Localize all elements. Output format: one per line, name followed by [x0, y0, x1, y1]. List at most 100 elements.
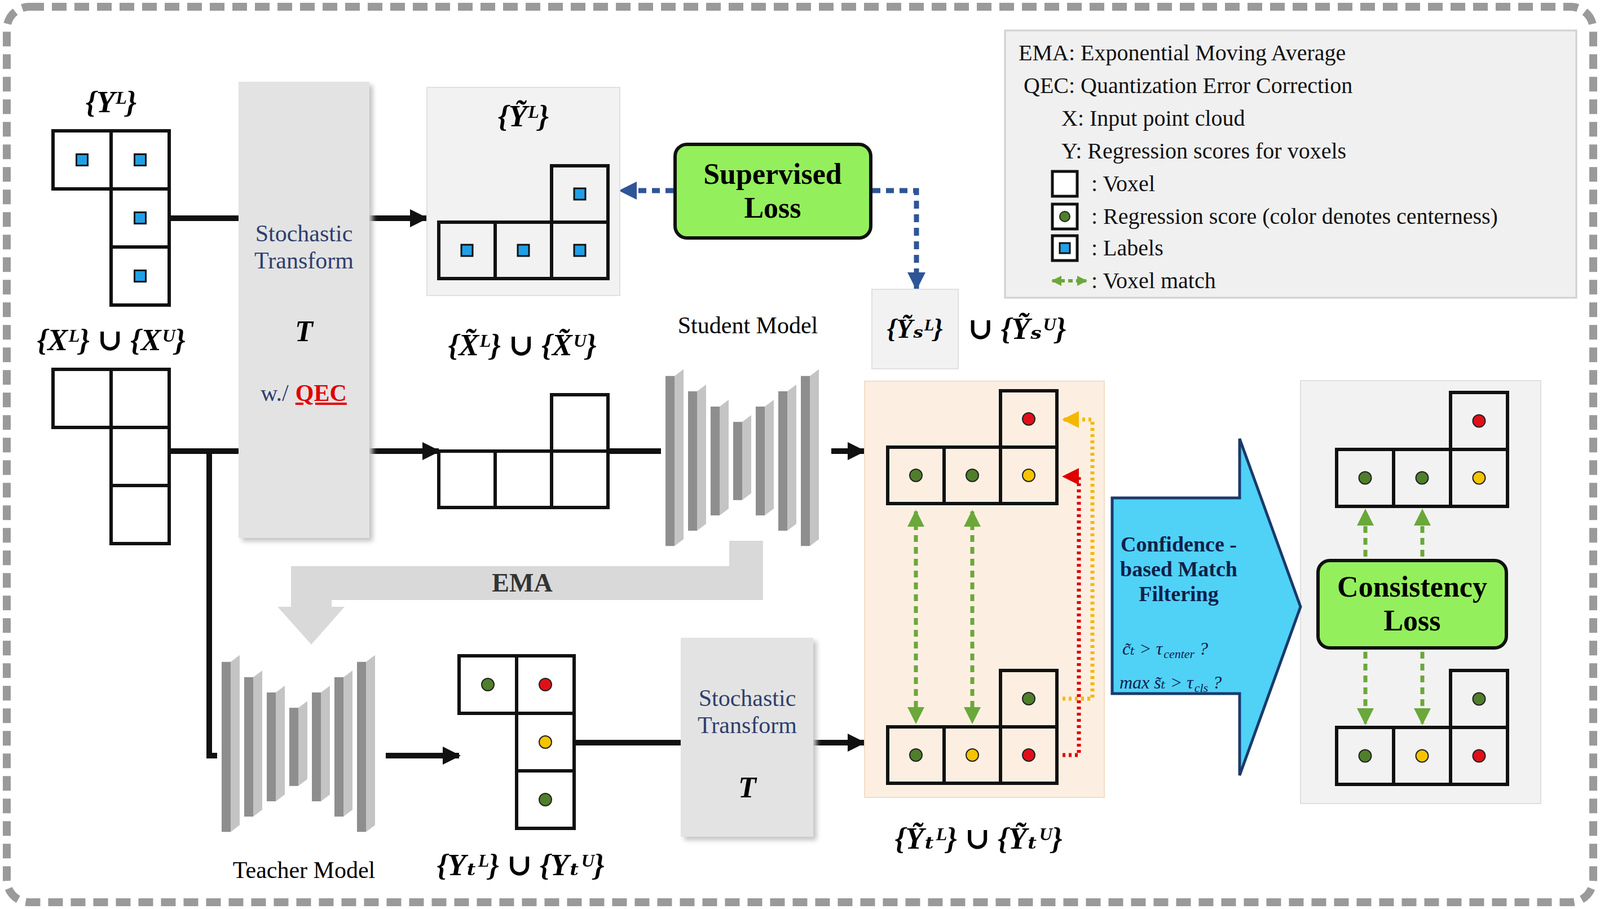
legend-text: X: Input point cloud — [1061, 105, 1246, 132]
voxel — [1393, 727, 1451, 785]
score-dot — [1416, 750, 1429, 763]
flow-arrow — [607, 448, 661, 455]
score-dot — [1359, 472, 1372, 485]
legend-samples — [1052, 171, 1087, 281]
diagram-node: EMA — [275, 538, 765, 647]
score-dot — [539, 678, 552, 691]
model-slab — [221, 662, 231, 833]
node-text: Teacher Model — [232, 856, 376, 884]
voxel — [944, 726, 1001, 784]
match-arrow — [970, 511, 975, 723]
voxel — [516, 713, 575, 771]
score-dot — [1022, 748, 1035, 762]
match-arrow — [1062, 476, 1079, 756]
node-text: {Yₜᴸ} ∪ {Yₜᵁ} — [436, 847, 605, 883]
flow-arrow — [169, 451, 218, 756]
voxel — [111, 427, 170, 486]
model-slab-side — [764, 399, 774, 516]
node-art — [217, 648, 386, 837]
node-text: max s̃ₜ > τ — [1119, 672, 1194, 694]
voxel — [111, 369, 170, 428]
voxel-sample — [1052, 171, 1078, 197]
voxel — [495, 222, 552, 279]
set-label: ∪ {Ỹₛᵁ} — [967, 311, 1067, 347]
voxel — [1450, 727, 1508, 785]
node-text: Consistency Loss — [1319, 570, 1506, 638]
diagram-node: Supervised Loss — [673, 142, 873, 240]
supervision-arrow — [872, 190, 917, 289]
node-text: c̃ₜ > τ — [1122, 638, 1163, 660]
diagram-node: {Ỹᴸ} — [426, 86, 621, 297]
match-arrow — [1420, 651, 1425, 724]
voxel — [1000, 447, 1057, 504]
diagram-node: Teacher Model — [217, 648, 386, 837]
voxel — [1336, 727, 1394, 785]
node-text: EMA — [491, 568, 553, 599]
voxel — [1336, 449, 1394, 507]
supervision-arrow — [620, 188, 674, 194]
voxel — [551, 165, 608, 223]
model-slab-side — [809, 369, 819, 547]
voxel — [551, 394, 608, 452]
model-slab — [311, 692, 321, 802]
node-text: ? — [1199, 638, 1209, 660]
diagram-node: {Xᴸ} ∪ {Xᵁ} — [53, 369, 170, 544]
flow-arrow — [813, 739, 865, 746]
voxel — [438, 222, 496, 279]
score-dot — [1473, 415, 1486, 428]
node-text: {Yᴸ} — [85, 84, 137, 120]
node-text: {Xᴸ} ∪ {Xᵁ} — [36, 322, 185, 358]
legend-text: Y: Regression scores for voxels — [1061, 138, 1347, 165]
node-text: {X̃ᴸ} ∪ {X̃ᵁ} — [447, 327, 597, 363]
model-slab — [755, 406, 765, 516]
voxel — [887, 447, 945, 504]
label-square — [461, 244, 473, 257]
score-dot — [481, 678, 495, 691]
model-slab-side — [719, 399, 729, 516]
score-dot — [909, 469, 923, 482]
score-sample — [1052, 204, 1078, 229]
model-slab — [244, 677, 254, 817]
diagram-node: Stochastic TransformT — [680, 637, 814, 837]
model-slab-side — [697, 384, 707, 531]
voxel — [495, 451, 552, 508]
voxel — [111, 130, 170, 189]
node-art — [438, 394, 608, 508]
match-arrow — [1420, 510, 1425, 557]
node-text: Stochastic Transform — [685, 684, 810, 740]
model-slab-side — [298, 701, 308, 787]
legend-text: QEC: Quantization Error Correction — [1023, 72, 1353, 99]
voxel — [1393, 449, 1451, 507]
score-dot — [1022, 412, 1035, 426]
voxel — [111, 485, 170, 544]
voxel — [944, 447, 1001, 504]
node-text: Student Model — [677, 311, 819, 339]
node-art — [459, 655, 575, 829]
flow-arrow — [369, 215, 427, 222]
model-slab — [733, 421, 743, 501]
match-sample — [1052, 279, 1087, 283]
score-dot — [909, 748, 923, 762]
voxel — [551, 222, 608, 279]
flow-arrow — [369, 448, 439, 455]
flow-arrow — [169, 215, 239, 222]
voxel — [111, 188, 170, 248]
model-slab — [688, 391, 698, 531]
score-dot — [1359, 750, 1372, 763]
legend-text: EMA: Exponential Moving Average — [1018, 40, 1346, 66]
node-art — [53, 130, 170, 306]
outer-border — [6, 6, 1594, 903]
ema-arrow — [277, 540, 764, 645]
match-arrow — [1363, 651, 1368, 724]
legend-text: : Labels — [1091, 235, 1164, 262]
score-dot — [1022, 469, 1035, 482]
voxel — [551, 451, 608, 508]
node-text: {Ỹₛᴸ} — [886, 313, 943, 345]
score-dot — [1473, 693, 1486, 706]
match-arrow — [1363, 510, 1368, 557]
voxel — [53, 130, 112, 189]
diagram-node: {X̃ᴸ} ∪ {X̃ᵁ} — [438, 394, 608, 508]
node-text: Supervised Loss — [682, 157, 863, 226]
model-slab — [710, 406, 720, 516]
node-text: {Ỹₜᴸ} ∪ {Ỹₜᵁ} — [894, 821, 1062, 857]
